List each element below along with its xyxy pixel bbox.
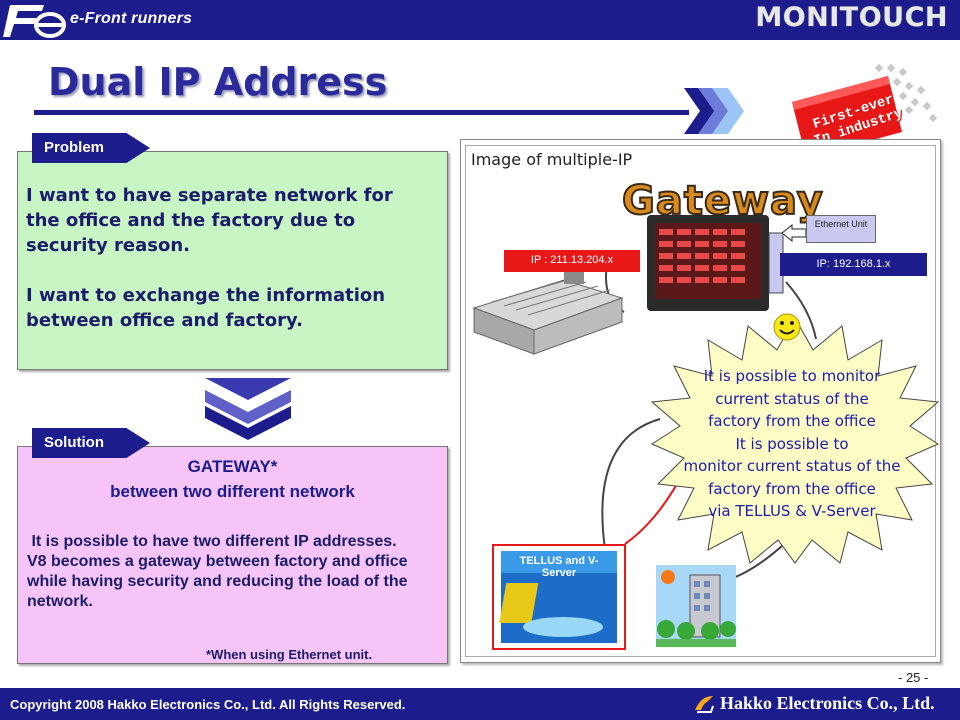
solution-title: GATEWAY* — [187, 457, 278, 476]
ethernet-unit-label: Ethernet Unit — [806, 215, 876, 243]
solution-line-1: It is possible to have two different IP … — [27, 533, 397, 550]
solution-tab: Solution — [32, 428, 150, 458]
solution-box — [17, 446, 448, 664]
header-bar — [0, 0, 960, 40]
chevron-down-icon — [205, 378, 291, 440]
chevron-right-icon — [684, 88, 744, 134]
product-box-title: TELLUS and V-Server — [519, 555, 599, 579]
burst-line-1: It is possible to monitor — [703, 367, 881, 385]
burst-text: It is possible to monitor current status… — [664, 365, 920, 523]
tellus-vserver-product-image — [492, 544, 626, 650]
solution-text: It is possible to have two different IP … — [27, 532, 437, 612]
decorative-diamond-pattern — [874, 63, 938, 123]
monitouch-hmi-icon — [647, 215, 784, 311]
arrow-left-icon — [781, 223, 807, 243]
footer-bar — [0, 688, 960, 720]
diagram-label: Image of multiple-IP — [471, 150, 633, 169]
problem-box — [17, 151, 448, 370]
burst-line-4: It is possible to — [735, 434, 849, 453]
problem-tab: Problem — [32, 133, 150, 163]
title-divider — [34, 110, 689, 115]
office-building-icon — [656, 565, 736, 647]
copyright-text: Copyright 2008 Hakko Electronics Co., Lt… — [10, 697, 406, 712]
solution-subtitle: between two different network — [110, 482, 355, 501]
problem-para-1: I want to have separate network for the … — [26, 185, 393, 256]
smiley-icon — [773, 313, 801, 341]
ip-address-left: IP : 211.13.204.x — [504, 250, 640, 272]
burst-line-6: factory from the office — [708, 479, 876, 498]
burst-line-3: factory from the office — [708, 412, 876, 430]
fe-logo-icon — [3, 5, 66, 38]
burst-line-2: current status of the — [715, 389, 869, 408]
solution-footnote: *When using Ethernet unit. — [206, 647, 373, 662]
page-title: Dual IP Address — [48, 60, 388, 104]
first-ever-badge-icon — [792, 76, 902, 158]
diagram-panel-inner — [465, 145, 936, 657]
problem-para-2: I want to exchange the information betwe… — [26, 285, 386, 331]
company-name: Hakko Electronics Co., Ltd. — [720, 693, 935, 713]
burst-line-5: monitor current status of the — [683, 457, 901, 475]
problem-text: I want to have separate network for the … — [26, 183, 431, 333]
factory-icon — [472, 268, 624, 355]
ip-address-right: IP: 192.168.1.x — [780, 253, 927, 276]
page-number: - 25 - — [898, 670, 929, 685]
brand-logo-text: MONITOUCH — [755, 2, 948, 33]
burst-line-7: via TELLUS & V-Server — [708, 502, 876, 520]
hakko-logo-icon — [695, 696, 714, 713]
tagline: e-Front runners — [70, 10, 193, 27]
solution-line-2: V8 becomes a gateway between factory and… — [27, 553, 408, 610]
speech-burst — [650, 316, 940, 564]
